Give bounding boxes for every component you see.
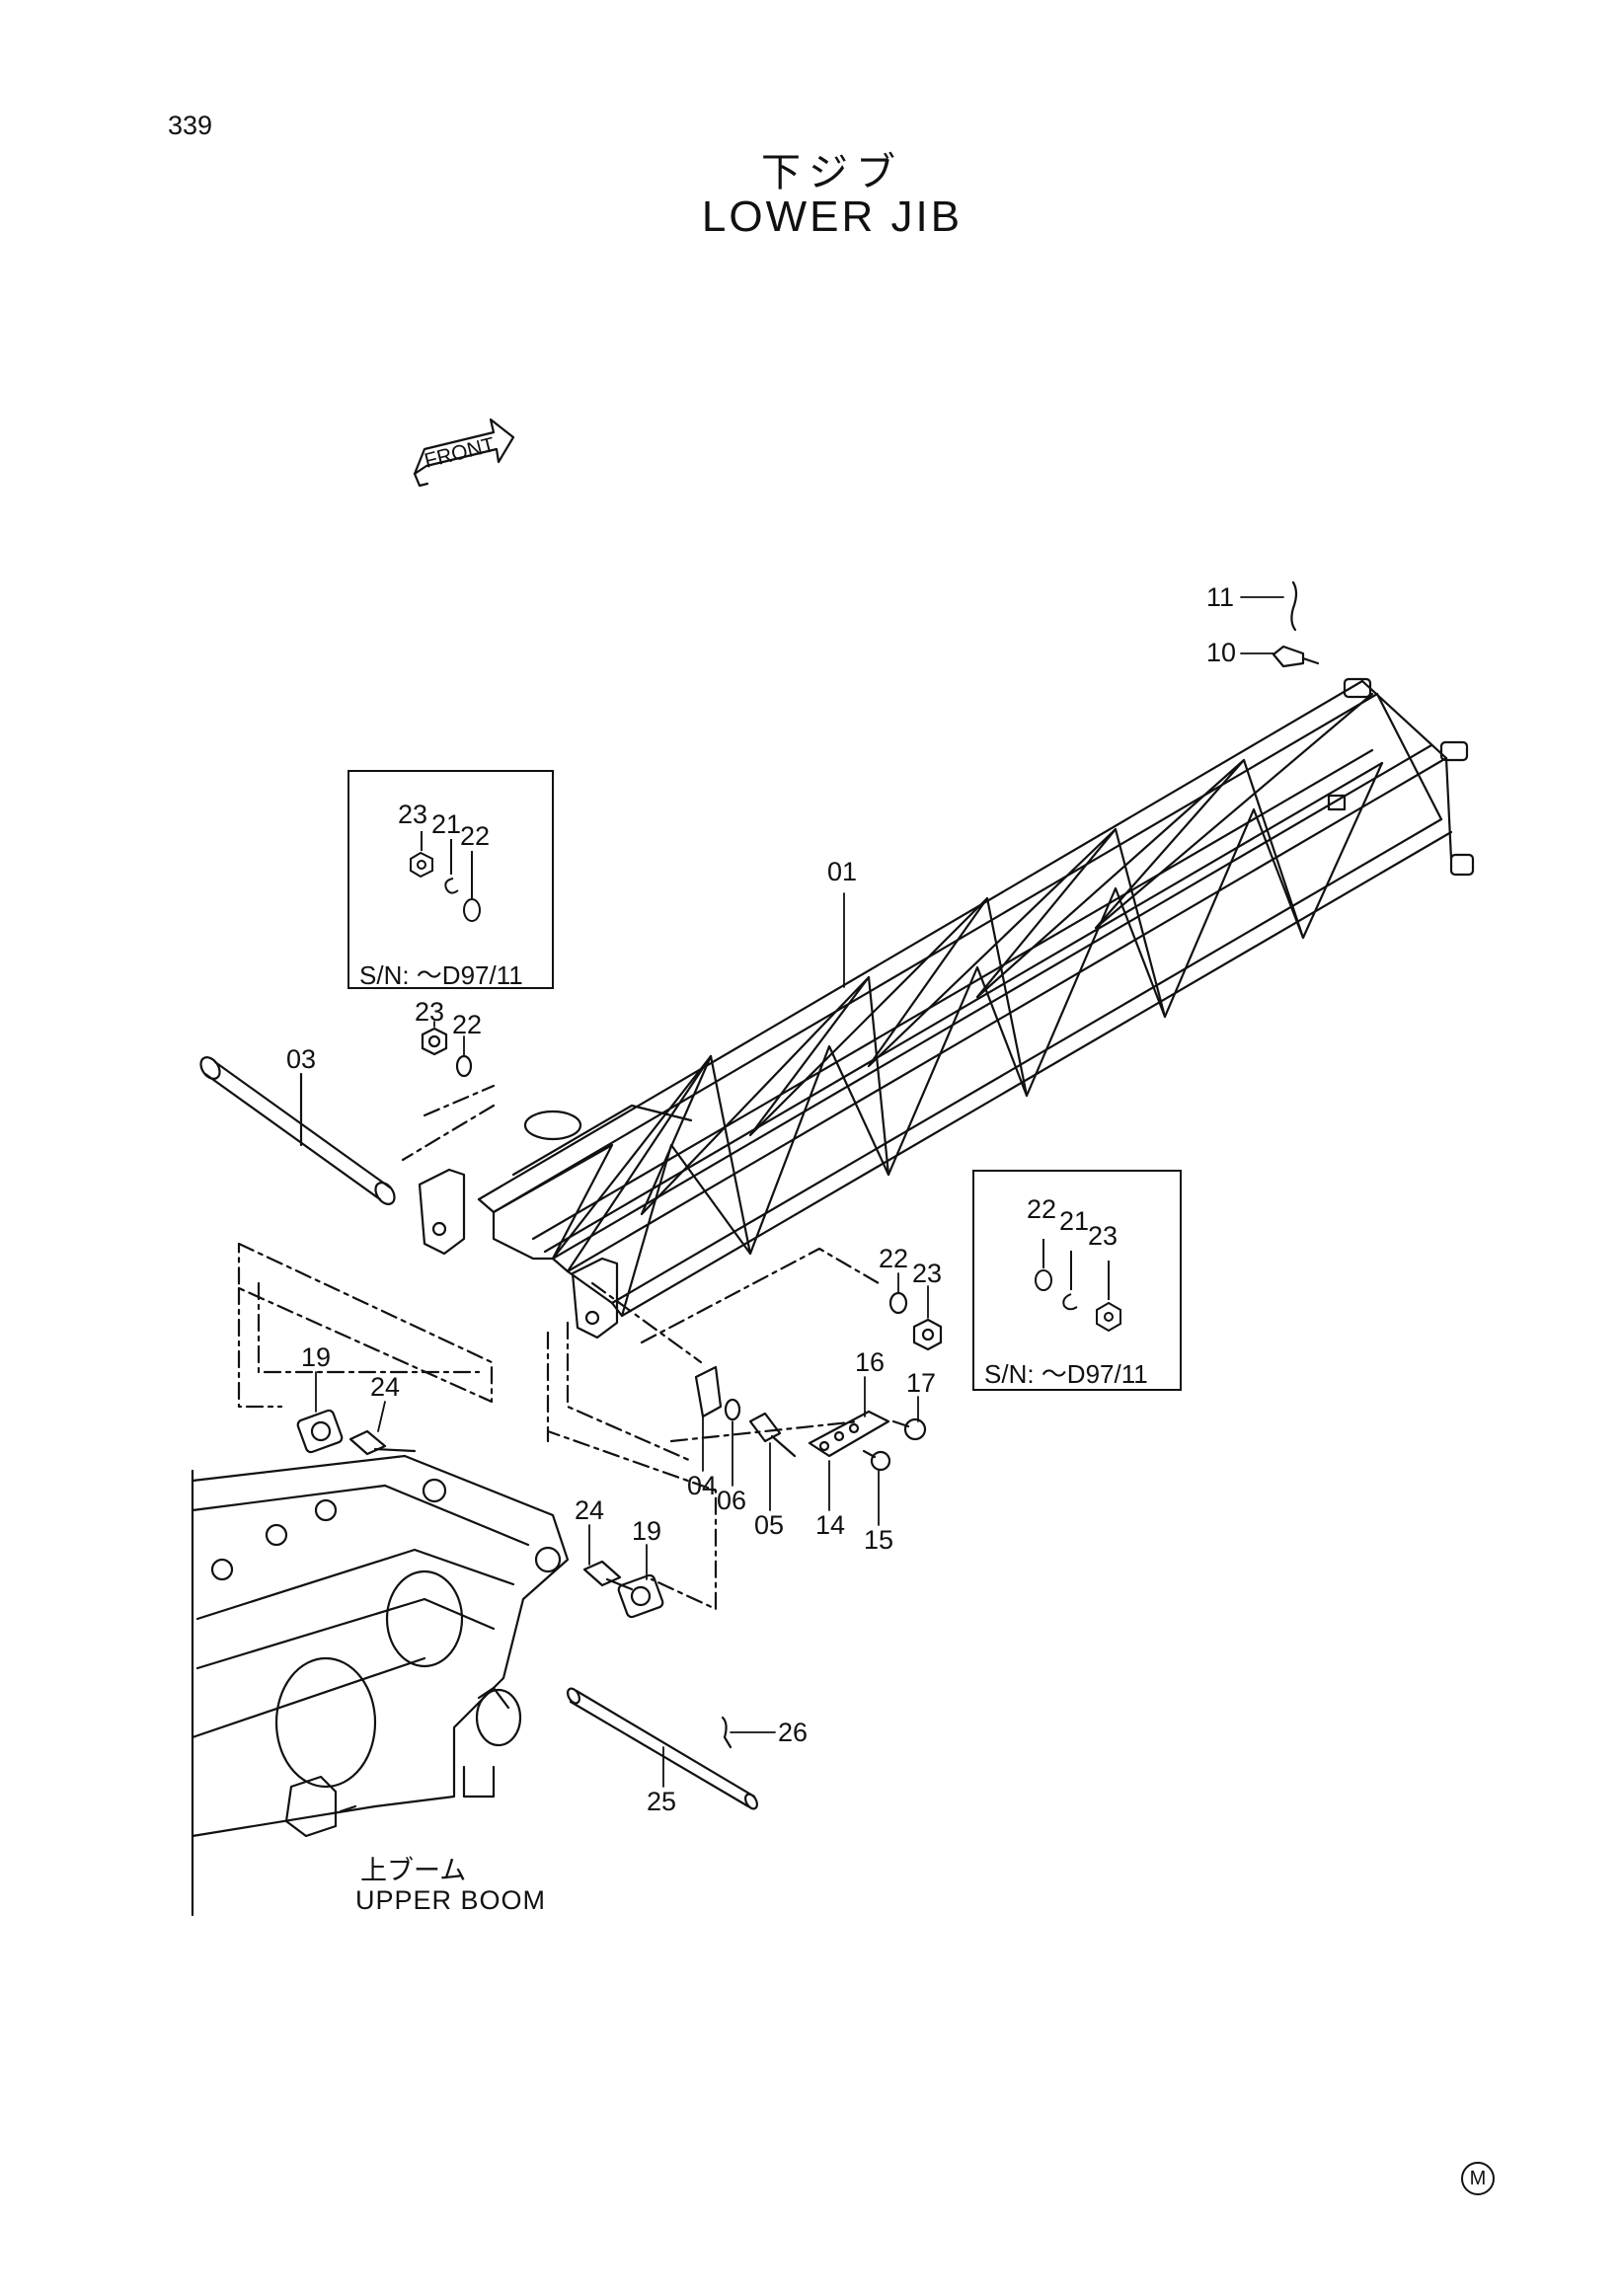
jib-foot-lugs <box>418 1168 619 1339</box>
maker-mark-icon: M <box>1461 2162 1495 2195</box>
upper-boom-label: UPPER BOOM <box>355 1885 547 1915</box>
inset-left-callout-21: 21 <box>431 809 462 839</box>
inset-left-callout-22: 22 <box>460 821 491 851</box>
callout-24-lower: 24 <box>575 1495 605 1525</box>
callout-15: 15 <box>864 1525 894 1555</box>
callout-01: 01 <box>827 857 858 886</box>
pin-03 <box>199 1056 396 1205</box>
upper-boom-label-japanese: 上ブーム <box>360 1856 467 1886</box>
inset-right-callout-22: 22 <box>1027 1194 1057 1224</box>
callout-25: 25 <box>647 1787 677 1816</box>
callout-26: 26 <box>778 1718 809 1747</box>
callout-11: 11 <box>1206 582 1235 612</box>
callout-22-right: 22 <box>879 1244 909 1273</box>
callout-14: 14 <box>815 1510 846 1540</box>
callout-10: 10 <box>1206 638 1237 667</box>
callout-19-upper: 19 <box>301 1342 332 1372</box>
inset-left-serial: S/N: ～D97/11 <box>359 960 523 990</box>
page-title: LOWER JIB <box>701 192 964 241</box>
upper-boom <box>191 1454 570 1917</box>
inset-box-left <box>347 770 554 989</box>
callout-03: 03 <box>286 1044 317 1074</box>
callout-23-right: 23 <box>912 1259 943 1288</box>
inset-right-serial: S/N: ～D97/11 <box>984 1359 1148 1389</box>
callout-19-lower: 19 <box>632 1516 662 1546</box>
leader-lines <box>315 596 1284 1788</box>
inset-right-callout-23: 23 <box>1088 1221 1119 1251</box>
inset-left-callout-23: 23 <box>398 800 428 829</box>
callout-24-upper: 24 <box>370 1372 401 1402</box>
page-number: 339 <box>168 111 213 140</box>
hardware-items <box>296 580 1320 1619</box>
inset-right-callout-21: 21 <box>1059 1206 1090 1236</box>
callout-05: 05 <box>754 1510 785 1540</box>
callout-04: 04 <box>687 1471 718 1500</box>
lower-jib-lattice <box>477 677 1475 1318</box>
callout-22-center: 22 <box>452 1010 483 1039</box>
clip-26 <box>721 1716 733 1749</box>
callout-17: 17 <box>906 1368 937 1398</box>
page-title-japanese: 下ジブ <box>761 150 903 195</box>
front-label: FRONT <box>423 433 498 473</box>
front-arrow-icon: FRONT <box>413 418 515 488</box>
callout-23-center: 23 <box>415 997 445 1027</box>
callout-06: 06 <box>717 1486 747 1515</box>
callout-16: 16 <box>855 1347 886 1377</box>
pin-25 <box>567 1687 758 1810</box>
inset-box-right <box>972 1170 1182 1391</box>
